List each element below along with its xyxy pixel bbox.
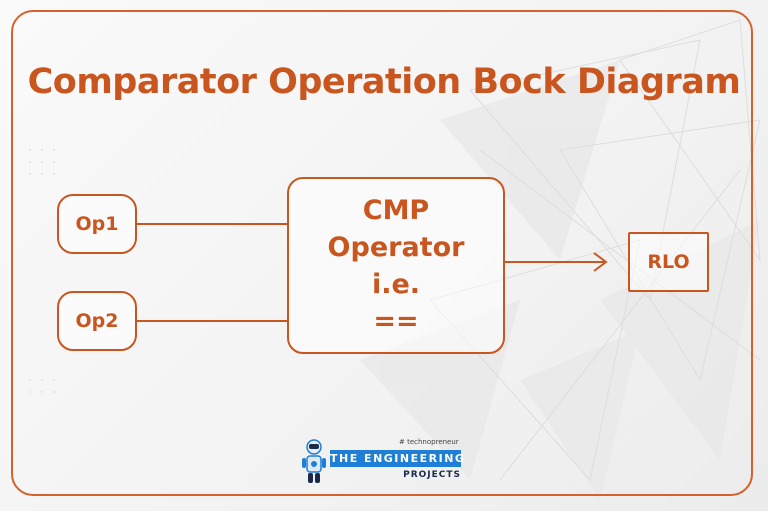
cmp-line: CMP [362,194,430,226]
cmp-operator-node: CMP Operator i.e. == [287,177,505,354]
engineering-projects-logo: # technopreneur THE ENGINEERING PROJECTS [300,438,470,490]
op2-node: Op2 [57,291,137,351]
logo-subtitle: PROJECTS [403,470,461,480]
output-arrowhead [593,252,608,272]
ie-line: i.e. [371,268,421,300]
outer-frame [11,10,753,496]
equals-line: == [373,305,419,337]
operator-line: Operator [327,231,465,263]
logo-name: THE ENGINEERING [330,450,466,467]
rlo-node: RLO [628,232,709,292]
op1-node: Op1 [57,194,137,254]
logo-tagline: # technopreneur [399,438,459,446]
diagram-title: Comparator Operation Bock Diagram [27,62,741,102]
robot-icon [302,439,326,483]
